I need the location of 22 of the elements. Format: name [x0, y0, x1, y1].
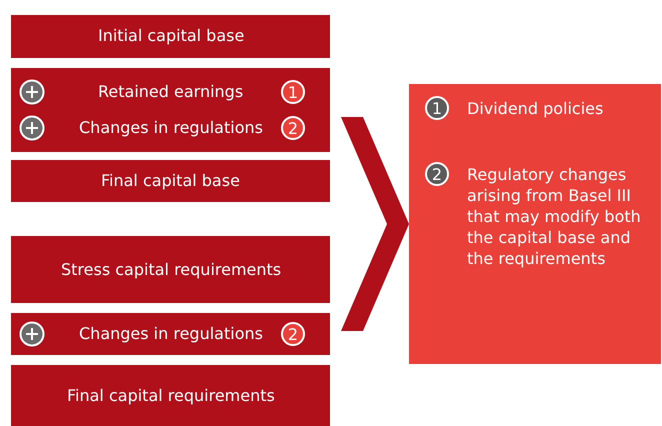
callout-number: 2	[281, 322, 305, 346]
callout-number: 2	[281, 116, 305, 140]
box-label: Initial capital base	[98, 26, 244, 46]
process-box	[11, 68, 330, 152]
callout-number: 1	[281, 80, 305, 104]
box-label: Retained earnings	[98, 82, 244, 102]
process-box	[11, 15, 330, 58]
callout-number: 1	[425, 96, 449, 120]
box-label: Stress capital requirements	[61, 260, 282, 280]
box-label: Changes in regulations	[79, 324, 263, 344]
process-box	[11, 236, 330, 303]
note-text: Dividend policies	[467, 98, 604, 119]
chevron-arrow	[341, 117, 409, 331]
process-box	[11, 313, 330, 355]
box-label: Final capital base	[101, 171, 240, 191]
box-label: Changes in regulations	[79, 118, 263, 138]
callout-number: 2	[425, 162, 449, 186]
box-label: Final capital requirements	[67, 386, 275, 406]
note-panel	[409, 84, 661, 364]
process-box	[11, 160, 330, 202]
process-box	[11, 365, 330, 426]
note-text: Regulatory changes arising from Basel III that may modify both the capital base and the requirements	[467, 164, 642, 269]
